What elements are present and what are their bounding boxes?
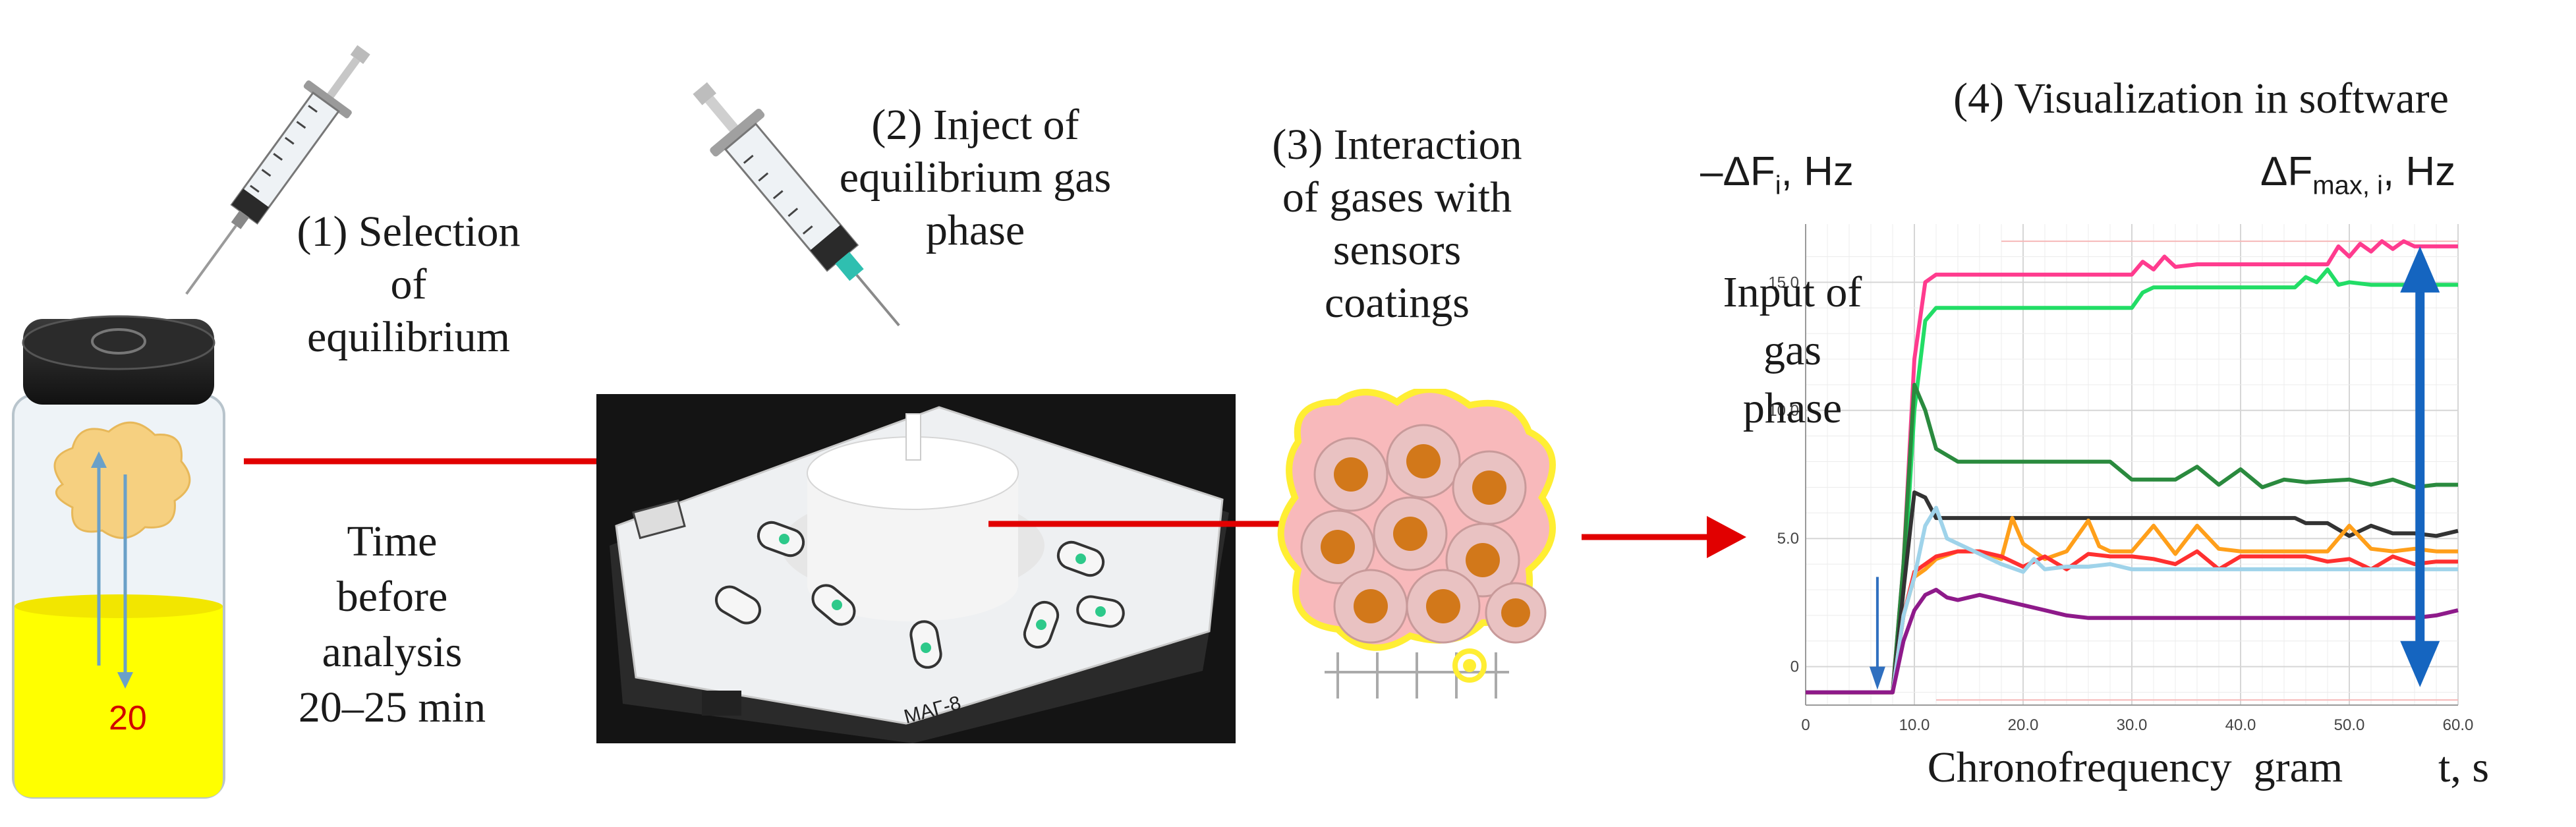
step-1-line-1: (1) Selection (297, 208, 521, 256)
series-line (1806, 382, 2458, 695)
x-tick-label: 40.0 (2225, 716, 2256, 731)
step-1-caption: (1) Selection of equilibrium (250, 206, 567, 364)
input-note-line-3: phase (1742, 384, 1843, 432)
max-delta-arrow-top (2400, 246, 2440, 293)
step-1-line-3: equilibrium (307, 313, 510, 361)
step-2-caption: (2) Inject of equilibrium gas phase (804, 99, 1147, 257)
x-tick-label: 20.0 (2008, 716, 2039, 731)
series-line (1806, 505, 2458, 695)
step-1-line-2: of (390, 260, 427, 308)
step-3-line-4: coatings (1325, 279, 1470, 327)
y-axis-label-unit: , Hz (1781, 149, 1854, 194)
input-marker-head (1869, 666, 1885, 690)
step-2-line-2: equilibrium gas (839, 154, 1112, 202)
step-3-caption: (3) Interaction of gases with sensors co… (1226, 119, 1568, 329)
x-tick-label: 50.0 (2334, 716, 2365, 731)
y-axis-label: –ΔFi, Hz (1700, 148, 1854, 200)
time-note-line-2: before (336, 573, 448, 621)
step-3-line-3: sensors (1332, 226, 1462, 274)
max-label-sub: max, i (2312, 171, 2383, 200)
max-label-unit: , Hz (2382, 149, 2456, 194)
series-line (1806, 516, 2458, 695)
step-4-caption: (4) Visualization in software (1953, 74, 2449, 123)
y-tick-label: 5.0 (1777, 530, 1799, 548)
y-tick-label: 15.0 (1768, 273, 1799, 291)
max-delta-label: ΔFmax, i, Hz (2260, 148, 2455, 200)
series-line (1806, 588, 2459, 695)
x-tick-label: 0 (1801, 716, 1810, 731)
input-note-line-2: gas (1763, 326, 1821, 374)
syringe-2-icon (693, 82, 900, 327)
max-delta-arrow-bottom (2400, 641, 2440, 687)
step-3-line-1: (3) Interaction (1272, 121, 1522, 169)
y-tick-label: 0 (1790, 658, 1799, 676)
sensor-cluster-icon (1277, 389, 1556, 699)
time-note-line-3: analysis (322, 628, 463, 676)
y-tick-label: 10.0 (1768, 402, 1799, 420)
time-note-line-1: Time (347, 517, 438, 565)
x-axis-caption: Chronofrequency gram (1927, 743, 2343, 791)
vial-icon (12, 315, 225, 799)
syringe-1-icon (185, 45, 370, 295)
x-tick-label: 10.0 (1899, 716, 1930, 731)
step-2-line-1: (2) Inject of (871, 101, 1079, 149)
x-axis-unit: t, s (2438, 743, 2490, 791)
sensor-device-photo: МАГ-8 (596, 394, 1236, 743)
time-note-line-4: 20–25 min (298, 683, 486, 731)
y-axis-label-sub: i (1775, 171, 1781, 200)
y-axis-label-prefix: –ΔF (1700, 149, 1775, 194)
x-tick-label: 30.0 (2117, 716, 2148, 731)
input-note: Input of gas phase (1687, 264, 1898, 438)
arrow-3-icon (1582, 516, 1746, 558)
series-line (1806, 490, 2459, 695)
step-2-line-3: phase (925, 206, 1025, 254)
vial-label: 20 (109, 699, 147, 737)
max-label-prefix: ΔF (2260, 149, 2313, 194)
x-tick-label: 60.0 (2443, 716, 2474, 731)
input-note-line-1: Input of (1723, 268, 1862, 316)
step-3-line-2: of gases with (1282, 173, 1512, 221)
chronofrequency-chart: 0 10.0 20.0 30.0 40.0 50.0 60.0 0 5.0 10.0 15.0 (1768, 224, 2474, 731)
time-note: Time before analysis 20–25 min (250, 514, 534, 735)
